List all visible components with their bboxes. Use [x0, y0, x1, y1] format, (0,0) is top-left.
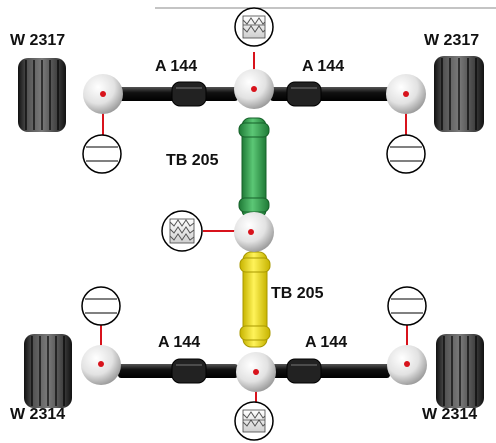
- callout-rear-center-spring: [234, 401, 274, 441]
- front-axle-left: [118, 81, 238, 107]
- wheel-rear-left: [24, 334, 72, 408]
- label-axle-front-left: A 144: [155, 58, 198, 75]
- ball-rear-right: [387, 345, 427, 385]
- label-tube-lower: TB 205: [271, 285, 324, 302]
- callout-middle-spring: [161, 210, 203, 252]
- callout-front-center-spring: [234, 7, 274, 47]
- ball-rear-center: [236, 352, 276, 392]
- ball-front-right: [386, 74, 426, 114]
- tube-lower: [239, 251, 271, 348]
- label-axle-rear-right: A 144: [305, 334, 348, 351]
- callout-rear-right-flat: [387, 286, 427, 326]
- wheel-rear-right: [436, 334, 484, 408]
- label-axle-front-right: A 144: [302, 58, 345, 75]
- front-axle-right: [270, 81, 390, 107]
- callout-front-left-flat: [82, 134, 122, 174]
- wheel-front-left: [18, 58, 66, 132]
- label-tube-upper: TB 205: [166, 152, 219, 169]
- rear-axle-left: [118, 358, 238, 384]
- label-wheel-rear-left: W 2314: [10, 406, 66, 423]
- wheel-front-right: [434, 56, 484, 132]
- label-axle-rear-left: A 144: [158, 334, 201, 351]
- tube-upper: [238, 117, 270, 219]
- ball-middle: [234, 212, 274, 252]
- ball-front-left: [83, 74, 123, 114]
- label-wheel-rear-right: W 2314: [422, 406, 478, 423]
- ball-rear-left: [81, 345, 121, 385]
- label-wheel-front-right: W 2317: [424, 32, 480, 49]
- callout-front-right-flat: [386, 134, 426, 174]
- ball-front-center: [234, 69, 274, 109]
- rear-axle-right: [270, 358, 390, 384]
- label-wheel-front-left: W 2317: [10, 32, 66, 49]
- callout-rear-left-flat: [81, 286, 121, 326]
